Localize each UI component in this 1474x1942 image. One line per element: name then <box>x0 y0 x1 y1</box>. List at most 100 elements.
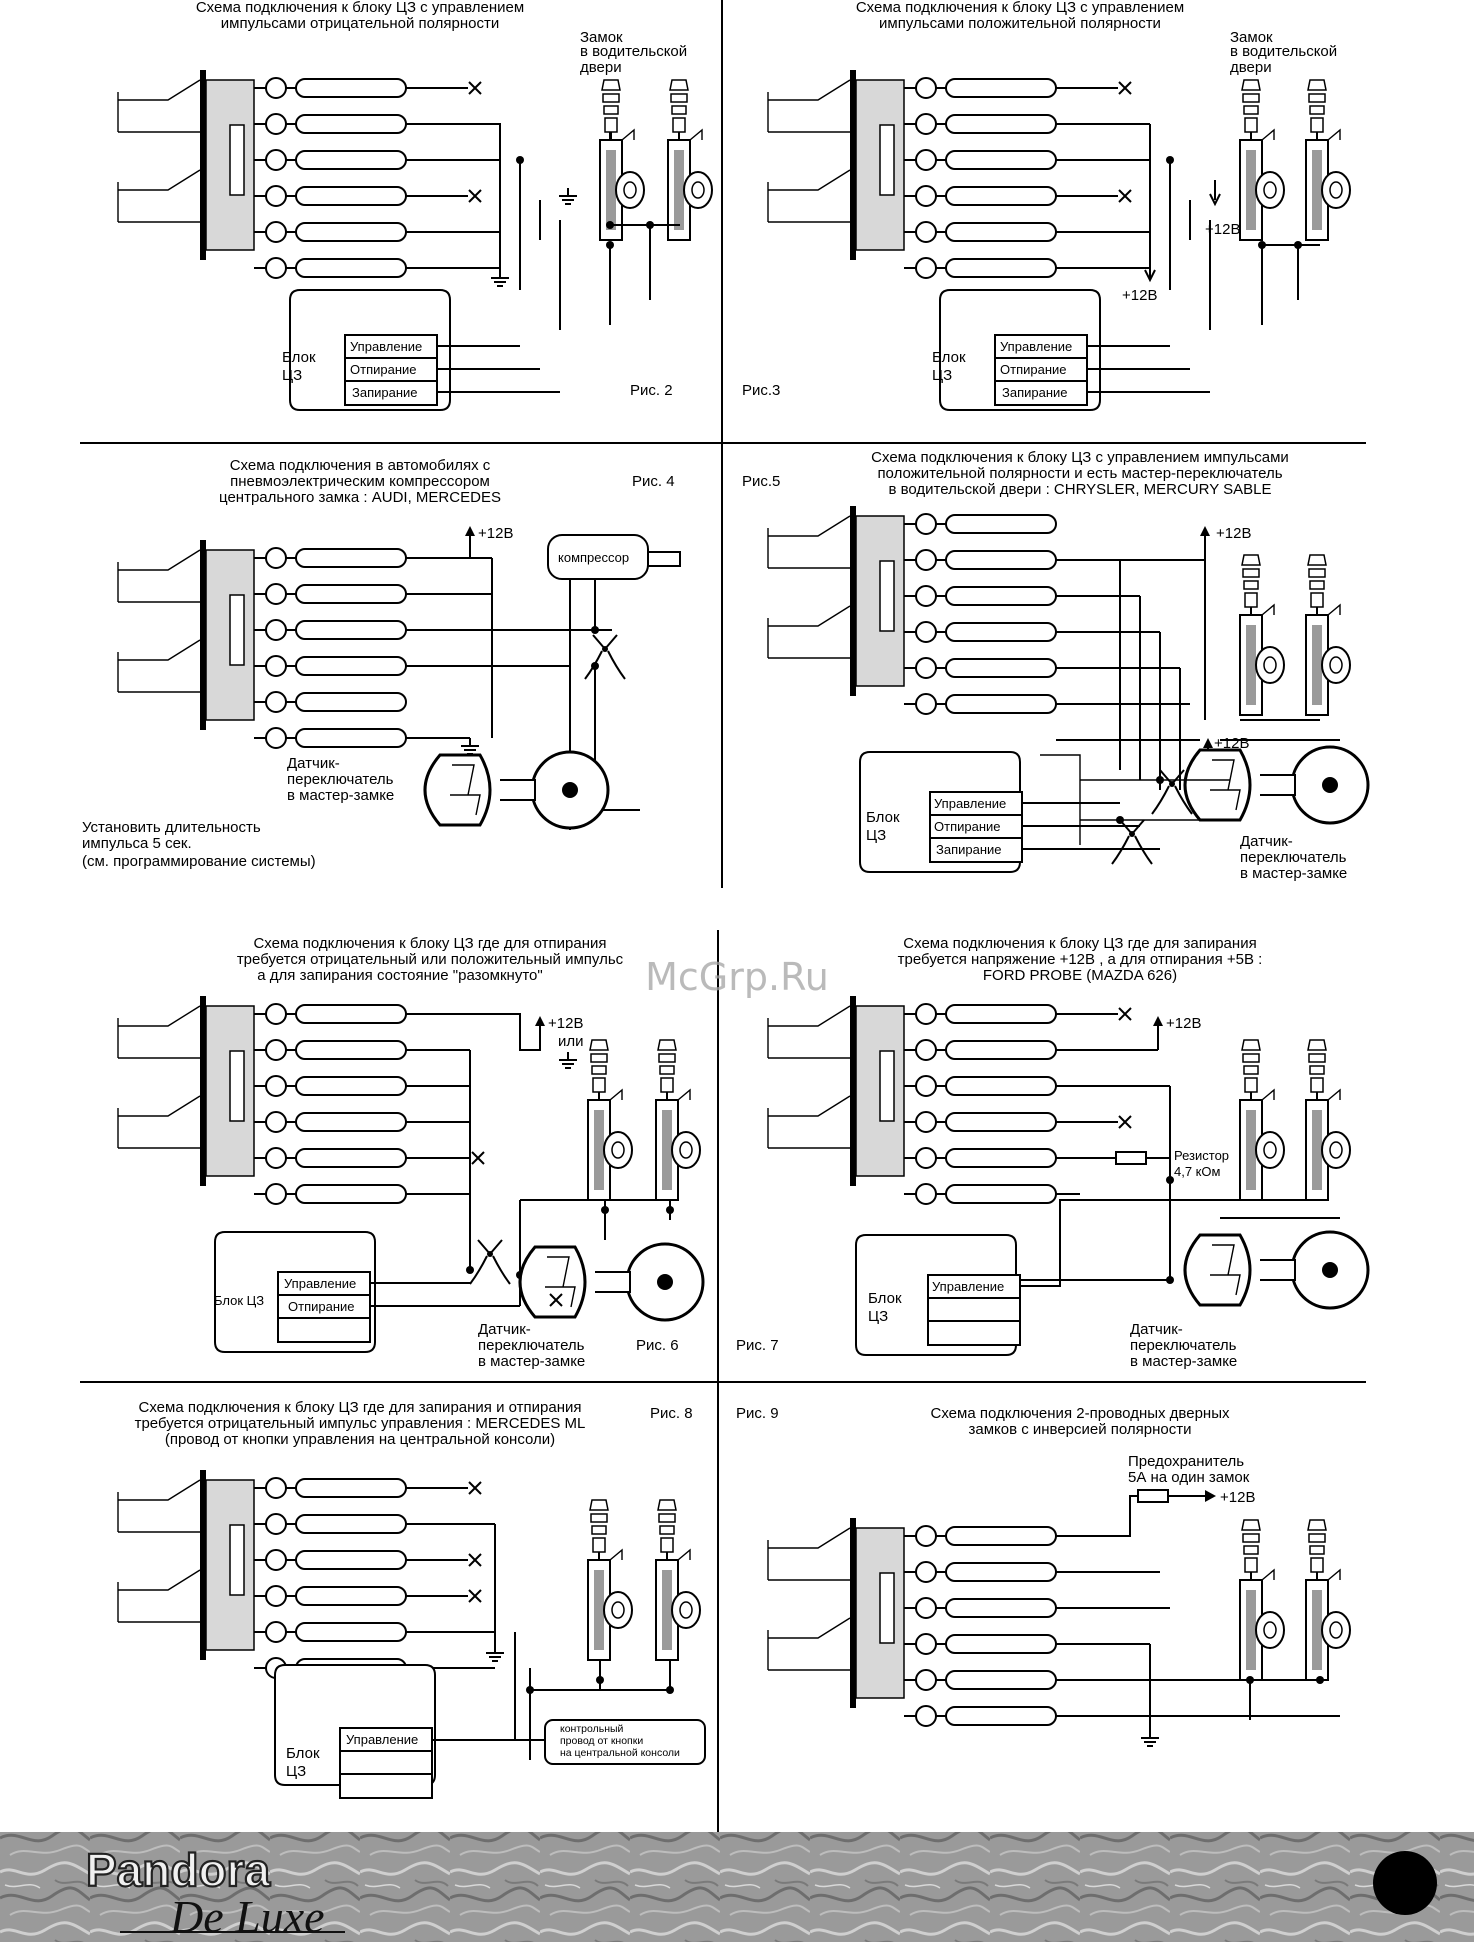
fig5-caption: Рис.5 <box>742 473 780 490</box>
fig7-title-3: FORD PROBE (MAZDA 626) <box>983 967 1177 984</box>
fig3-lock-label-1: Замок <box>1230 29 1273 46</box>
fig3-voltage-2: +12В <box>1205 221 1240 238</box>
fig2-title-2: импульсами отрицательной полярности <box>221 15 499 32</box>
fig2-row-3: Запирание <box>352 385 418 400</box>
fig8-cut-mark-1 <box>468 1481 482 1495</box>
fig4-ground <box>460 737 480 755</box>
fig5-vcc-arrow-1 <box>1199 525 1211 551</box>
fig6-block-label: Блок ЦЗ <box>214 1293 264 1308</box>
fig5-row-2: Отпирание <box>934 819 1001 834</box>
fig3-row-3: Запирание <box>1002 385 1068 400</box>
fig6-junction-3 <box>466 1266 474 1274</box>
fig9-actuator-passenger <box>1305 1519 1351 1681</box>
fig6-actuator-driver <box>587 1039 633 1201</box>
footer-background <box>0 1832 1474 1942</box>
fig3-block-label-2: ЦЗ <box>932 367 952 384</box>
fig4-voltage: +12В <box>478 525 513 542</box>
fig4-note-1: Установить длительность <box>82 819 261 836</box>
fig3-title-1: Схема подключения к блоку ЦЗ с управлени… <box>856 0 1184 16</box>
fig5-block-label-1: Блок <box>866 809 900 826</box>
fig9-fuse <box>1137 1489 1169 1503</box>
footer-logo-sub: De Luxe <box>169 1891 325 1942</box>
fig7-resistor <box>1115 1151 1147 1165</box>
fig2-lock-label-3: двери <box>580 59 622 76</box>
fig8-junction-2 <box>666 1686 674 1694</box>
fig5-row-1: Управление <box>934 796 1006 811</box>
fig6-row-2: Отпирание <box>288 1299 355 1314</box>
fig6-sensor-3: в мастер-замке <box>478 1353 585 1370</box>
fig5-sensor-1: Датчик- <box>1240 833 1293 850</box>
fig2-actuator-driver <box>599 79 645 241</box>
fig2-cut-mark-2 <box>468 189 482 203</box>
fig6-voltage: +12В <box>548 1015 583 1032</box>
fig6-title-3: а для запирания состояние "разомкнуто" <box>257 967 542 984</box>
fig7-connector <box>767 995 1057 1205</box>
fig2-row-1: Управление <box>350 339 422 354</box>
fig5-sensor-2: переключатель <box>1240 849 1347 866</box>
fig8-title-2: требуется отрицательный импульс управлен… <box>135 1415 586 1432</box>
fig9-actuator-driver <box>1239 1519 1285 1681</box>
fig6-cut-mark <box>471 1151 485 1165</box>
fig8-actuator-passenger <box>655 1499 701 1661</box>
fig5-row-3: Запирание <box>936 842 1002 857</box>
fig7-actuator-driver <box>1239 1039 1285 1201</box>
fig7-resistor-label-2: 4,7 кОм <box>1174 1164 1220 1179</box>
fig8-block-label-1: Блок <box>286 1745 320 1762</box>
fig2-actuator-passenger <box>667 79 713 241</box>
fig6-cut-icon <box>469 1239 511 1285</box>
fig3-title-2: импульсами положительной полярности <box>879 15 1161 32</box>
fig5-block-label-2: ЦЗ <box>866 827 886 844</box>
fig5-title-2: положительной полярности и есть мастер-п… <box>877 465 1282 482</box>
fig2-junction-1 <box>516 156 524 164</box>
panel-fig9: Рис. 9 Схема подключения 2-проводных две… <box>736 1405 1351 1747</box>
fig3-actuator-driver <box>1239 79 1285 241</box>
fig2-block-label-2: ЦЗ <box>282 367 302 384</box>
fig6-ground <box>558 1051 578 1069</box>
fig7-caption: Рис. 7 <box>736 1337 779 1354</box>
fig9-junction-2 <box>1316 1676 1324 1684</box>
fig4-note-3: (см. программирование системы) <box>82 853 316 870</box>
fig8-title-1: Схема подключения к блоку ЦЗ где для зап… <box>139 1399 582 1416</box>
fig5-title-1: Схема подключения к блоку ЦЗ с управлени… <box>871 449 1289 466</box>
fig5-voltage-1: +12В <box>1216 525 1251 542</box>
fig3-row-1: Управление <box>1000 339 1072 354</box>
fig2-connector <box>117 69 407 279</box>
fig5-actuator-passenger <box>1305 554 1351 716</box>
fig3-cut-mark-2 <box>1118 189 1132 203</box>
fig7-master-lock-key-icon <box>1183 1230 1370 1310</box>
fig5-connector <box>767 505 1057 715</box>
fig2-ground <box>490 269 510 287</box>
fig6-connector <box>117 995 407 1205</box>
fig7-block-label-1: Блок <box>868 1290 902 1307</box>
fig2-title-1: Схема подключения к блоку ЦЗ с управлени… <box>196 0 524 16</box>
fig8-cut-mark-2 <box>468 1553 482 1567</box>
fig3-block-label-1: Блок <box>932 349 966 366</box>
fig7-actuator-passenger <box>1305 1039 1351 1201</box>
fig7-row-1: Управление <box>932 1279 1004 1294</box>
fig2-caption: Рис. 2 <box>630 382 673 399</box>
fig2-block-label-1: Блок <box>282 349 316 366</box>
watermark: McGrp.Ru <box>645 955 829 999</box>
fig9-ground <box>1140 1729 1160 1747</box>
fig4-note-2: импульса 5 сек. <box>82 835 192 852</box>
fig8-row-1: Управление <box>346 1732 418 1747</box>
fig4-title-3: центрального замка : AUDI, MERCEDES <box>219 489 501 506</box>
fig3-lock-label-2: в водительской <box>1230 43 1337 60</box>
fig4-connector <box>117 539 407 749</box>
fig8-title-3: (провод от кнопки управления на централь… <box>165 1431 555 1448</box>
fig2-lock-label-2: в водительской <box>580 43 687 60</box>
fig4-junction-1 <box>591 626 599 634</box>
fig6-row-1: Управление <box>284 1276 356 1291</box>
fig6-actuator-passenger <box>655 1039 701 1201</box>
fig6-caption: Рис. 6 <box>636 1337 679 1354</box>
panel-fig6: Схема подключения к блоку ЦЗ где для отп… <box>117 935 705 1370</box>
fig3-junction-1 <box>1166 156 1174 164</box>
fig4-sensor-1: Датчик- <box>287 755 340 772</box>
fig9-fuse-label-2: 5А на один замок <box>1128 1469 1250 1486</box>
fig8-ground <box>485 1644 505 1662</box>
fig2-ground-lock <box>558 187 578 205</box>
fig2-cut-mark-1 <box>468 81 482 95</box>
fig8-connector <box>117 1469 407 1679</box>
panel-fig2: Схема подключения к блоку ЦЗ с управлени… <box>117 0 713 411</box>
fig5-title-3: в водительской двери : CHRYSLER, MERCURY… <box>888 481 1271 498</box>
